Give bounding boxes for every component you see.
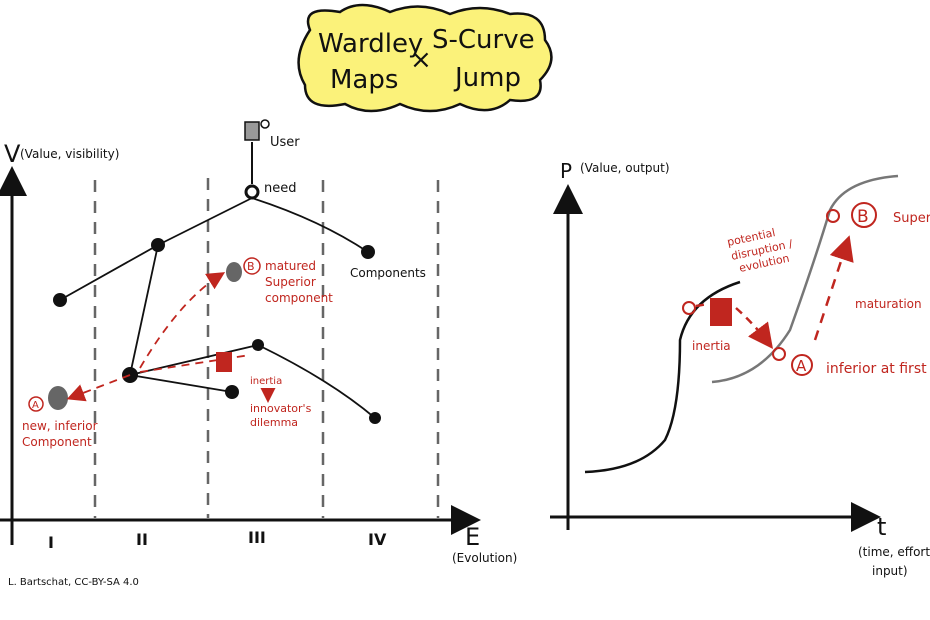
inertia-label-wardley: inertia [250,376,282,387]
inertia-label-scurve: inertia [692,339,731,353]
title-wardley: Wardley [318,29,423,59]
y-axis-label: (Value, visibility) [20,147,119,161]
credit: L. Bartschat, CC-BY-SA 4.0 [8,577,139,588]
component-node [361,245,375,259]
new-label-2: Component [22,435,92,449]
badge-a-wardley: A [32,400,39,411]
marker-a [772,347,786,361]
title-cloud: Wardley Maps × S-Curve Jump [297,3,553,113]
phase-4: IV [368,530,387,549]
badge-b-scurve: B [857,207,869,227]
component-node [252,339,264,351]
badge-b-wardley: B [247,260,255,273]
dilemma-label-1: innovator's [250,402,312,415]
y-axis-symbol: V [4,140,21,168]
components-label: Components [350,266,426,280]
badge-a-scurve: A [796,357,807,375]
phase-3: III [248,528,266,547]
matured-component-node [226,262,242,282]
user-icon [244,119,270,141]
maturation-label: maturation [855,297,922,311]
title-jump: Jump [453,63,521,93]
inertia-block [216,352,232,372]
marker-first-curve [682,301,696,315]
component-node [151,238,165,252]
superior-label: Superior [893,211,930,226]
marker-b [826,209,840,223]
matured-label-2: Superior [265,275,316,289]
p-axis-symbol: P [560,159,572,183]
phase-1: I [48,533,54,552]
need-node [244,184,260,200]
title-maps: Maps [330,65,398,95]
inferior-label: inferior at first [826,361,927,377]
dilemma-label-2: dilemma [250,416,298,429]
x-axis-label: (Evolution) [452,551,517,565]
matured-label-3: component [265,291,333,305]
component-node [369,412,381,424]
user-label: User [270,135,300,150]
phase-2: II [136,530,148,549]
new-label-1: new, inferior [22,419,98,433]
second-s-curve [711,174,899,384]
title-times: × [410,45,432,75]
x-axis-symbol: E [465,523,480,551]
inertia-block [710,298,732,326]
wardley-map: V (Value, visibility) E (Evolution) I II… [0,119,517,588]
s-curve-chart: P (Value, output) t (time, effort, input… [550,159,930,578]
t-axis-label-2: input) [872,564,908,578]
component-node [225,385,239,399]
component-node [53,293,67,307]
t-axis-symbol: t [877,513,886,541]
t-axis-label-1: (time, effort, [858,545,930,559]
title-scurve: S-Curve [432,25,535,55]
matured-label-1: matured [265,259,316,273]
new-inferior-component-node [48,386,68,410]
need-label: need [264,181,297,196]
p-axis-label: (Value, output) [580,161,670,175]
